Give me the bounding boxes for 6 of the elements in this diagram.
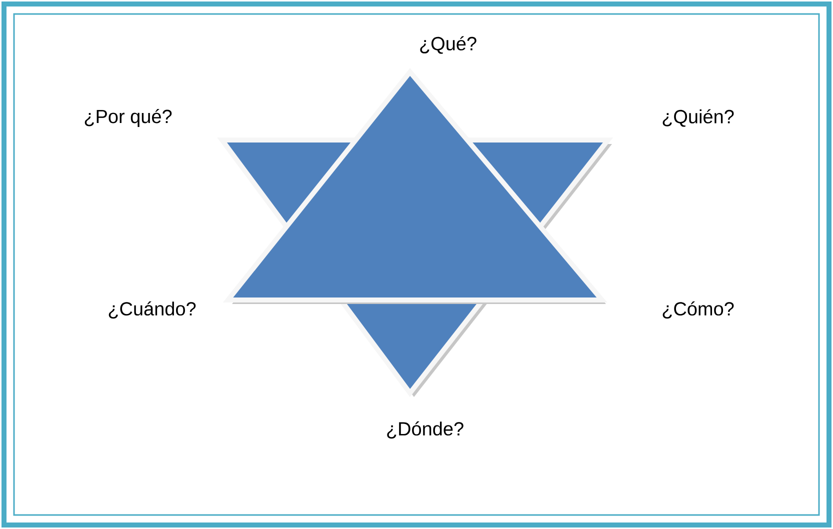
question-label: ¿Dónde? — [387, 421, 464, 439]
question-label: ¿Por qué? — [84, 109, 172, 127]
question-label: ¿Cuándo? — [108, 301, 196, 319]
question-label: ¿Quién? — [662, 109, 734, 127]
question-label: ¿Cómo? — [662, 301, 734, 319]
question-label: ¿Qué? — [420, 36, 476, 54]
